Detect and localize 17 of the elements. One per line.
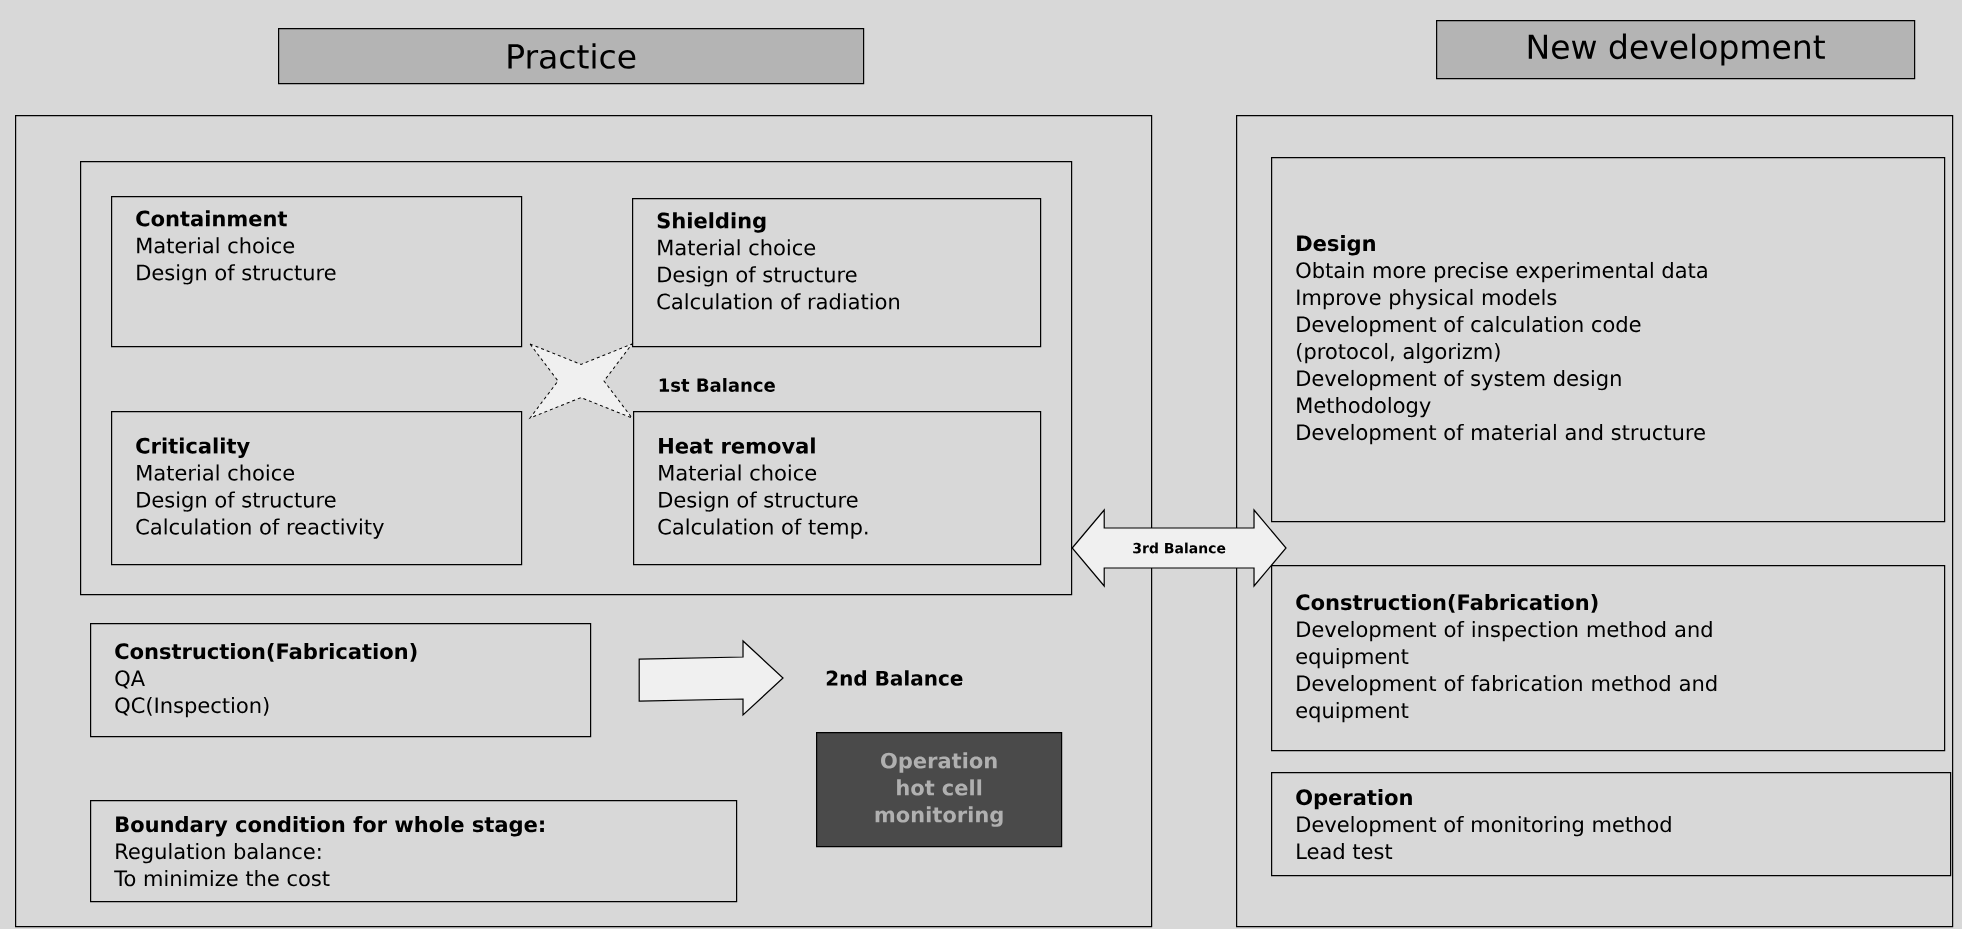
text-box: Construction(Fabrication) Development of inspection method and equipment Development of fabrication method and equipment bbox=[1271, 565, 1946, 752]
text-box: Construction(Fabrication) QA QC(Inspection) bbox=[90, 623, 592, 738]
balance-label: 1st Balance bbox=[659, 378, 775, 392]
text-box: Containment Material choice Design of structure bbox=[111, 196, 523, 348]
block-arrow bbox=[638, 639, 784, 717]
balance-label: 2nd Balance bbox=[826, 670, 963, 686]
text-box: Criticality Material choice Design of structure Calculation of reactivity bbox=[111, 411, 523, 566]
block-arrow bbox=[1071, 508, 1287, 588]
text-box: Design Obtain more precise experimental data Improve physical models Development of calculation code (protocol, algorizm) Development of system design Methodology Development of material and structure bbox=[1271, 157, 1946, 523]
header-box: Practice bbox=[278, 28, 865, 85]
text-box: Operation Development of monitoring method Lead test bbox=[1271, 772, 1952, 877]
cross-symbol bbox=[529, 343, 633, 419]
text-box: Heat removal Material choice Design of structure Calculation of temp. bbox=[633, 411, 1042, 566]
text-box: Boundary condition for whole stage: Regulation balance: To minimize the cost bbox=[90, 800, 738, 903]
highlight-box: Operation hot cell monitoring bbox=[816, 732, 1063, 848]
text-box: Shielding Material choice Design of structure Calculation of radiation bbox=[632, 198, 1042, 348]
header-box: New development bbox=[1436, 20, 1916, 80]
